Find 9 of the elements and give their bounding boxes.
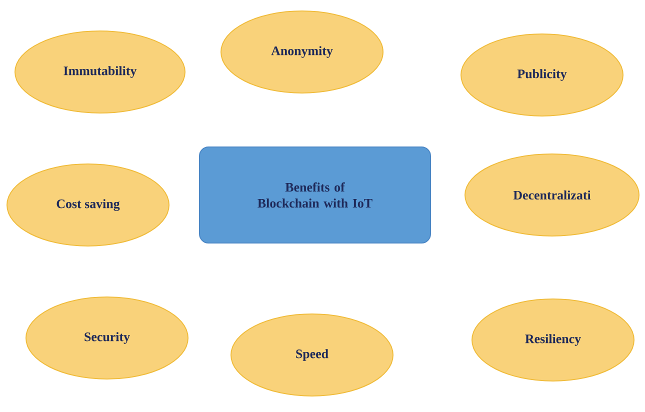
ellipse-node: Security (26, 296, 188, 380)
ellipse-node: Decentralizati (464, 154, 640, 236)
ellipse-node: Resiliency (472, 298, 634, 382)
ellipse-node: Speed (230, 314, 394, 396)
ellipse-node: Anonymity (220, 10, 384, 94)
ellipse-node: Cost saving (6, 164, 170, 246)
title-box: Benefits of Blockchain with IoT (199, 146, 431, 244)
ellipse-node: Publicity (460, 34, 624, 116)
ellipse-node: Immutability (14, 30, 186, 114)
